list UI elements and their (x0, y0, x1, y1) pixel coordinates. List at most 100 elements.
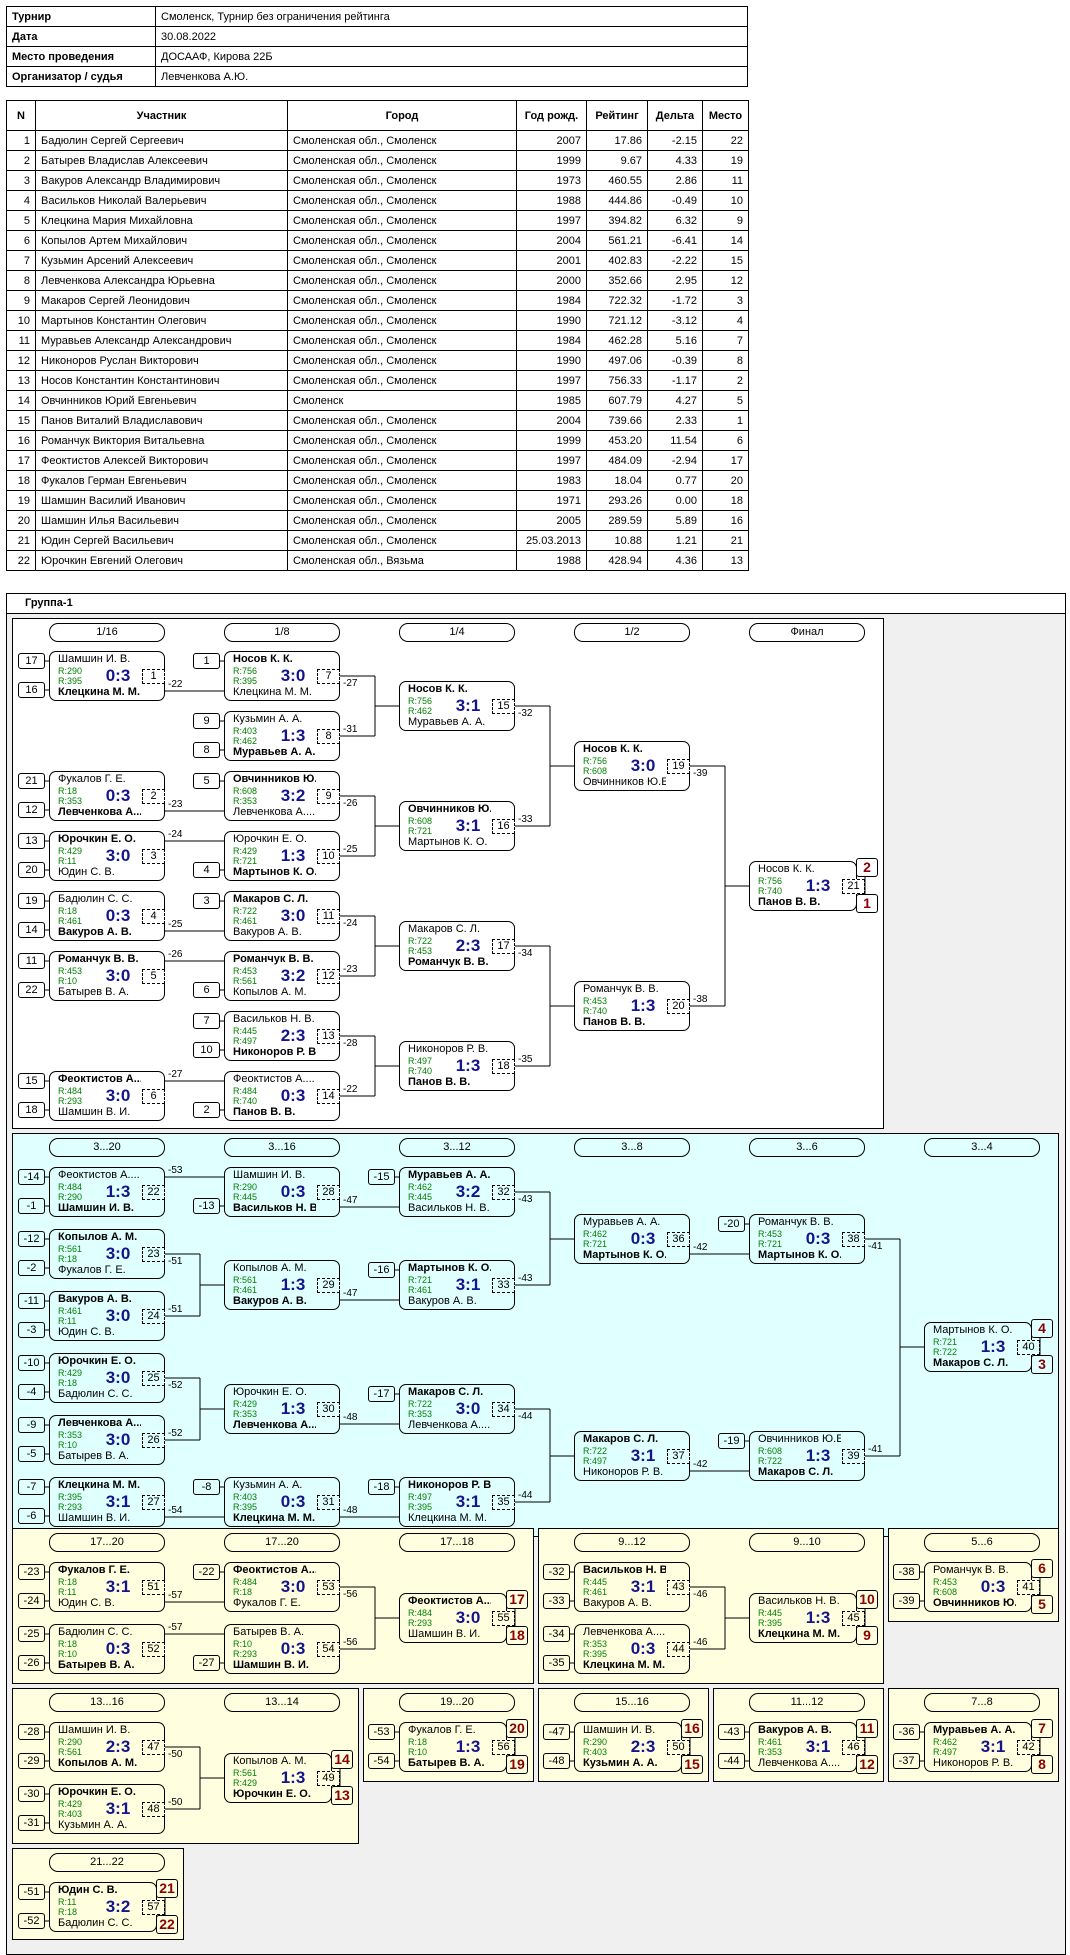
round-header: 3...6 (749, 1138, 865, 1157)
birth-year: 1983 (516, 470, 587, 491)
loser-destination-label: -56 (343, 1637, 358, 1648)
match-score: 3:1 (980, 1737, 1006, 1756)
player-1-name: Феоктистов А.... (408, 1595, 491, 1607)
player-1-rating: R:608 (758, 1446, 783, 1456)
match-score: 3:1 (105, 1492, 131, 1511)
match-number: 3 (142, 849, 165, 864)
seed-box: 18 (18, 1102, 45, 1118)
loser-destination-label: -50 (168, 1797, 183, 1808)
birth-year: 2001 (516, 250, 587, 271)
player-1-rating: R:608 (408, 816, 433, 826)
player-1-rating: R:484 (58, 1086, 83, 1096)
match-score: 1:3 (280, 1275, 306, 1294)
loser-destination-label: -24 (168, 829, 183, 840)
player-1-rating: R:290 (583, 1737, 608, 1747)
player-2-name: Батырев В. А. (58, 1450, 130, 1462)
rating: 756.33 (586, 370, 648, 391)
player-2-name: Левченкова А.... (758, 1757, 841, 1769)
place: 7 (702, 330, 749, 351)
player-2-rating: R:461 (233, 1285, 258, 1295)
rating: 18.04 (586, 470, 648, 491)
place: 22 (702, 130, 749, 151)
round-header: 1/4 (399, 623, 515, 642)
match-card[interactable]: Овчинников Ю.Е.R:608R:3533:29Левченкова … (224, 771, 340, 821)
player-1-name: Клецкина М. М. (58, 1479, 141, 1491)
place: 18 (702, 490, 749, 511)
seed-box: -32 (543, 1564, 570, 1580)
player-1-rating: R:395 (58, 1492, 83, 1502)
birth-year: 1990 (516, 350, 587, 371)
player-1-rating: R:403 (233, 726, 258, 736)
info-label: Дата (6, 26, 156, 47)
match-score: 1:3 (630, 996, 656, 1015)
player-1-name: Романчук В. В. (933, 1564, 1009, 1576)
player-1-rating: R:462 (583, 1229, 608, 1239)
player-1-name: Кузьмин А. А. (233, 1479, 303, 1491)
seed-box: -48 (543, 1753, 570, 1769)
final-place-badge: 5 (1031, 1595, 1053, 1614)
player-2-rating: R:11 (58, 1587, 77, 1597)
rating: 402.83 (586, 250, 648, 271)
match-score: 3:2 (455, 1182, 481, 1201)
match-number: 44 (667, 1642, 690, 1657)
player-2-rating: R:11 (58, 1316, 77, 1326)
